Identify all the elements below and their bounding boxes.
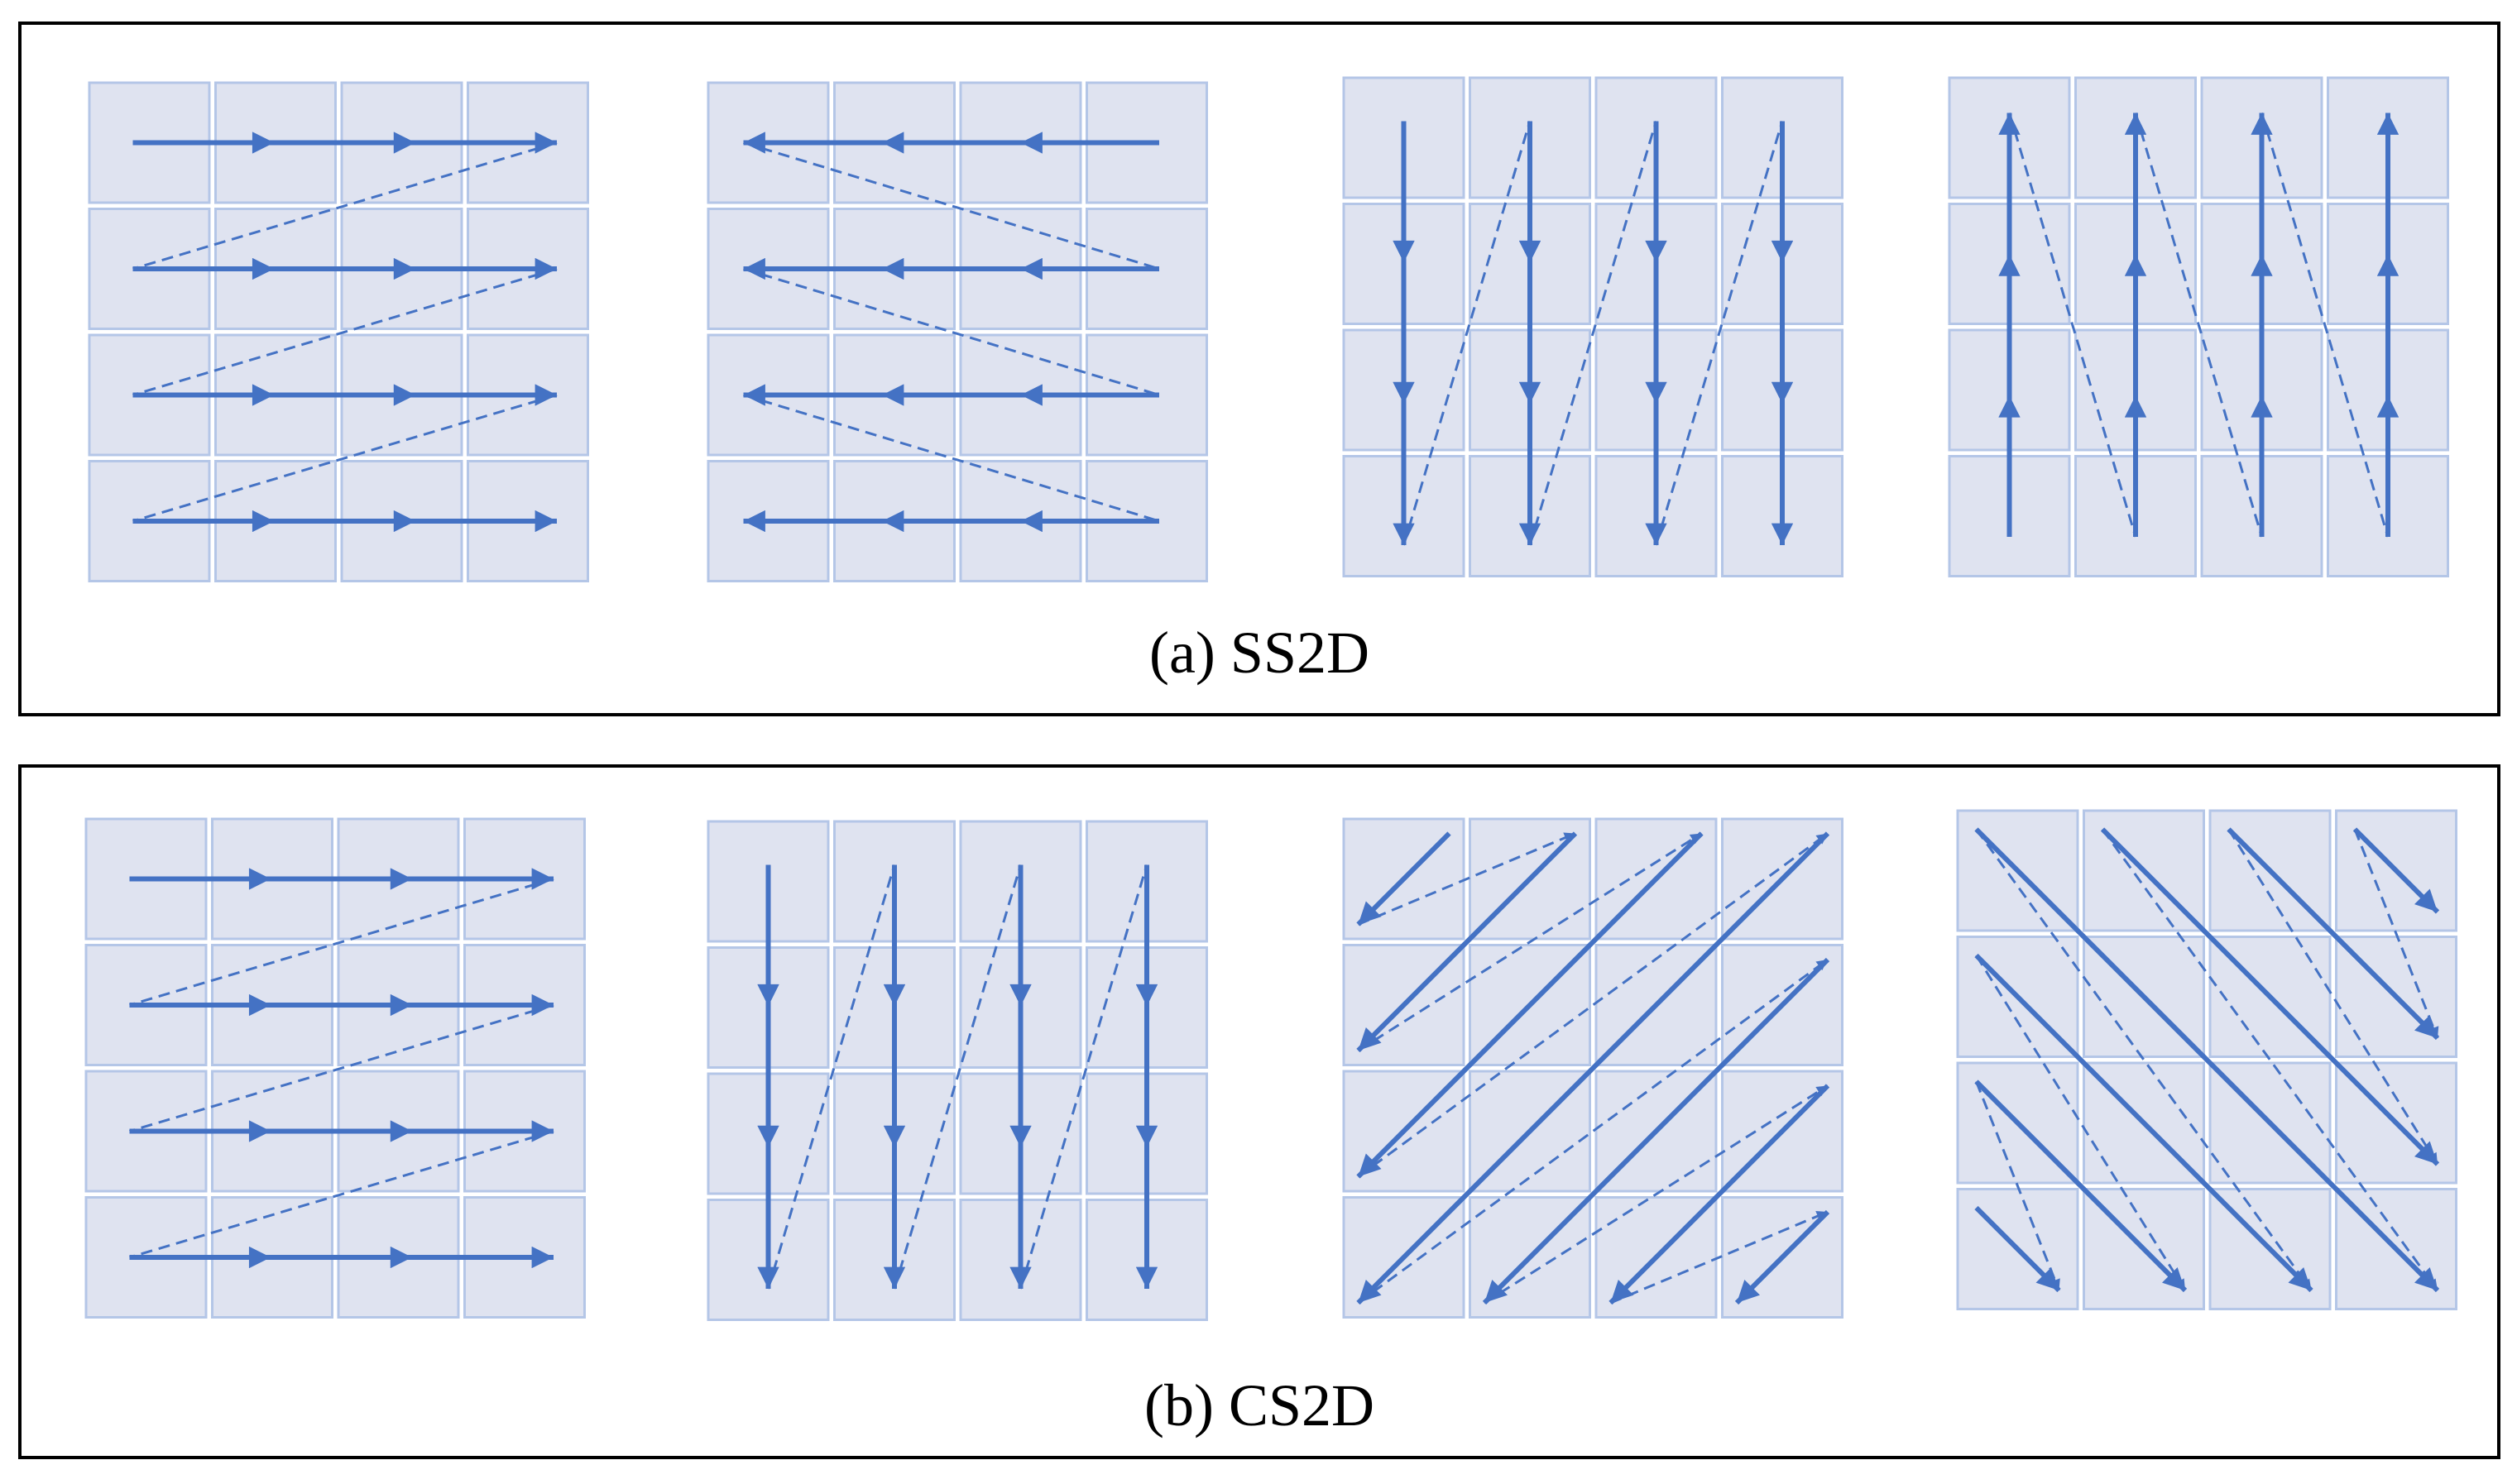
dashed-connector [2353,828,2439,1039]
diagonal-scan-arrow [1356,831,1830,1305]
cs2d-grid-main-diagonal [1956,809,2457,1310]
dashed-connector [767,864,896,1290]
dashed-connector [1484,1084,1829,1304]
dashed-connector [1357,832,1576,926]
diagonal-scan-arrow [1974,827,2440,1293]
diagonal-scan-arrow [1356,831,1451,926]
cs2d-grid-vertical-forward [707,820,1208,1321]
dashed-connector [1019,864,1148,1290]
ss2d-caption: (a) SS2D [1149,620,1369,686]
dashed-connector [132,267,558,396]
diagonal-scan-arrow [2352,827,2440,914]
diagonal-scan-arrow [1356,831,1578,1053]
cs2d-grid-horizontal-forward [84,817,586,1319]
ss2d-grid-horizontal-backward [707,81,1208,582]
dashed-connector [129,1003,554,1132]
ss2d-grid-cells [88,81,589,582]
cs2d-caption: (b) CS2D [1143,1372,1374,1439]
diagonal-scan-arrow [2227,827,2440,1041]
dashed-connector [1655,121,1784,546]
dashed-connector [1609,1210,1829,1304]
dashed-connector [1975,955,2187,1291]
dashed-connector [1975,1080,2060,1291]
diagonal-scan-arrow [1608,1084,1830,1305]
dashed-connector [1357,832,1829,1178]
ss2d-grid-vertical-backward [1948,76,2449,577]
diagonal-scan-arrow [1974,1205,2061,1293]
diagonal-scan-arrow [1974,953,2313,1293]
dashed-connector [2008,112,2137,538]
dashed-connector [1528,121,1657,546]
cs2d-grid-cells [84,817,586,1319]
dashed-connector [2227,828,2439,1166]
dashed-connector [2134,112,2263,538]
grid-cell [1721,76,1843,199]
ss2d-grid-cells [1342,76,1843,577]
ss2d-grid-cells [707,81,1208,582]
dashed-connector [1357,958,1829,1304]
dashed-connector [893,864,1022,1290]
dashed-connector [2101,828,2439,1291]
diagonal-scan-arrow [1734,1209,1830,1305]
dashed-connector [1402,121,1532,546]
diagonal-scan-arrow [1482,957,1830,1305]
cs2d-grid-cells [707,820,1208,1321]
cs2d-grid-anti-diagonal [1342,817,1843,1319]
ss2d-grid-horizontal-forward [88,81,589,582]
dashed-connector [1975,828,2313,1291]
dashed-connector [2261,112,2390,538]
dashed-connector [129,1130,554,1259]
dashed-connector [132,394,558,523]
ss2d-grid-vertical-forward [1342,76,1843,577]
dashed-connector [1357,832,1703,1052]
diagonal-scan-arrow [1356,831,1704,1179]
diagonal-scan-arrow [2100,827,2440,1166]
diagonal-scan-arrow [1974,1079,2188,1293]
dashed-connector [132,141,558,270]
dashed-connector [129,878,554,1007]
